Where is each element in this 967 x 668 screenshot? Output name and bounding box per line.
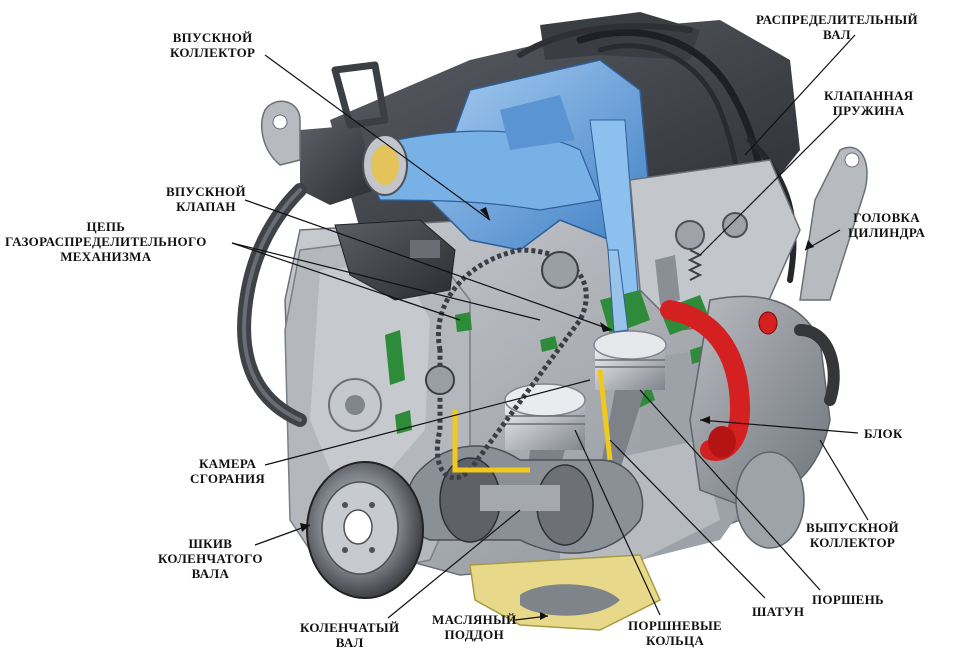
label-oil-pan: МАСЛЯНЫЙ ПОДДОН xyxy=(432,612,517,642)
label-line: ВЫПУСКНОЙ xyxy=(806,520,899,535)
label-timing-chain: ЦЕПЬ ГАЗОРАСПРЕДЕЛИТЕЛЬНОГО МЕХАНИЗМА xyxy=(5,219,207,264)
label-line: ВАЛ xyxy=(335,635,364,650)
intake-manifold xyxy=(359,59,651,321)
label-line: ВАЛА xyxy=(191,566,230,581)
label-line: ПОРШНЕВЫЕ xyxy=(628,618,723,633)
label-intake-valve: ВПУСКНОЙ КЛАПАН xyxy=(166,184,246,214)
leader-block xyxy=(699,419,859,434)
label-line: ВАЛ xyxy=(823,27,851,42)
leader-crankshaft xyxy=(387,509,521,619)
leader-valve-spring xyxy=(699,114,841,256)
leader-piston-rings xyxy=(574,429,661,616)
label-intake-manifold: ВПУСКНОЙ КОЛЛЕКТОР xyxy=(170,30,255,60)
label-camshaft: РАСПРЕДЕЛИТЕЛЬНЫЙ ВАЛ xyxy=(756,12,918,42)
leader-timing-chain-2 xyxy=(231,242,541,321)
label-line: ШКИВ xyxy=(188,536,233,551)
label-line: КОЛЕНЧАТЫЙ xyxy=(300,620,400,635)
label-line: БЛОК xyxy=(864,426,903,441)
label-connecting-rod: ШАТУН xyxy=(752,604,804,619)
label-line: ГОЛОВКА xyxy=(853,210,920,225)
flywheel xyxy=(735,451,805,549)
intake-valve-stem xyxy=(607,249,629,333)
label-cylinder-head: ГОЛОВКА ЦИЛИНДРА xyxy=(848,210,925,240)
mounting-brackets xyxy=(261,100,868,301)
label-line: ГАЗОРАСПРЕДЕЛИТЕЛЬНОГО xyxy=(5,234,207,249)
label-line: МАСЛЯНЫЙ xyxy=(432,612,517,627)
label-line: КОЛЛЕКТОР xyxy=(809,535,896,550)
exhaust-manifold xyxy=(660,295,840,506)
oil-pan xyxy=(469,554,661,631)
label-crankshaft: КОЛЕНЧАТЫЙ ВАЛ xyxy=(300,620,399,650)
leader-connecting-rod xyxy=(609,439,766,599)
label-line: КОЛЕНЧАТОГО xyxy=(158,551,263,566)
label-line: КАМЕРА xyxy=(198,456,257,471)
leader-crank-pulley xyxy=(254,524,311,546)
leader-camshaft xyxy=(744,34,856,156)
label-line: КЛАПАННАЯ xyxy=(824,88,914,103)
leader-piston xyxy=(639,389,821,591)
leader-combustion-chamber xyxy=(264,379,591,466)
label-line: ЦЕПЬ xyxy=(86,219,126,234)
label-line: МЕХАНИЗМА xyxy=(60,249,152,264)
leader-intake-valve xyxy=(244,199,613,331)
leader-exhaust-manifold xyxy=(819,439,869,521)
label-line: КОЛЛЕКТОР xyxy=(170,45,256,60)
label-piston-rings: ПОРШНЕВЫЕ КОЛЬЦА xyxy=(628,618,722,648)
label-block: БЛОК xyxy=(864,426,903,441)
label-piston: ПОРШЕНЬ xyxy=(812,592,884,607)
intake-valve-housing xyxy=(334,219,456,301)
oil-gallery xyxy=(452,369,613,473)
cylinder-head xyxy=(629,159,801,331)
label-line: ПОРШЕНЬ xyxy=(812,592,884,607)
timing-chain xyxy=(425,247,589,481)
label-crank-pulley: ШКИВ КОЛЕНЧАТОГО ВАЛА xyxy=(158,536,263,581)
label-line: ШАТУН xyxy=(752,604,805,619)
label-line: СГОРАНИЯ xyxy=(190,471,266,486)
label-line: ВПУСКНОЙ xyxy=(172,30,253,45)
label-line: ЦИЛИНДРА xyxy=(848,225,926,240)
label-line: РАСПРЕДЕЛИТЕЛЬНЫЙ xyxy=(756,12,918,27)
water-pump xyxy=(328,378,382,432)
label-exhaust-manifold: ВЫПУСКНОЙ КОЛЛЕКТОР xyxy=(806,520,899,550)
label-combustion-chamber: КАМЕРА СГОРАНИЯ xyxy=(190,456,265,486)
leader-arrowheads xyxy=(300,207,814,620)
label-line: ВПУСКНОЙ xyxy=(166,184,246,199)
throttle-body xyxy=(300,61,408,205)
label-line: КОЛЬЦА xyxy=(645,633,705,648)
crank-pulley xyxy=(306,461,424,599)
label-valve-spring: КЛАПАННАЯ ПРУЖИНА xyxy=(824,88,913,118)
leader-timing-chain-1 xyxy=(231,242,461,321)
label-line: КЛАПАН xyxy=(176,199,236,214)
leader-intake-manifold xyxy=(264,54,491,221)
label-line: ПОДДОН xyxy=(444,627,505,642)
label-line: ПРУЖИНА xyxy=(832,103,905,118)
